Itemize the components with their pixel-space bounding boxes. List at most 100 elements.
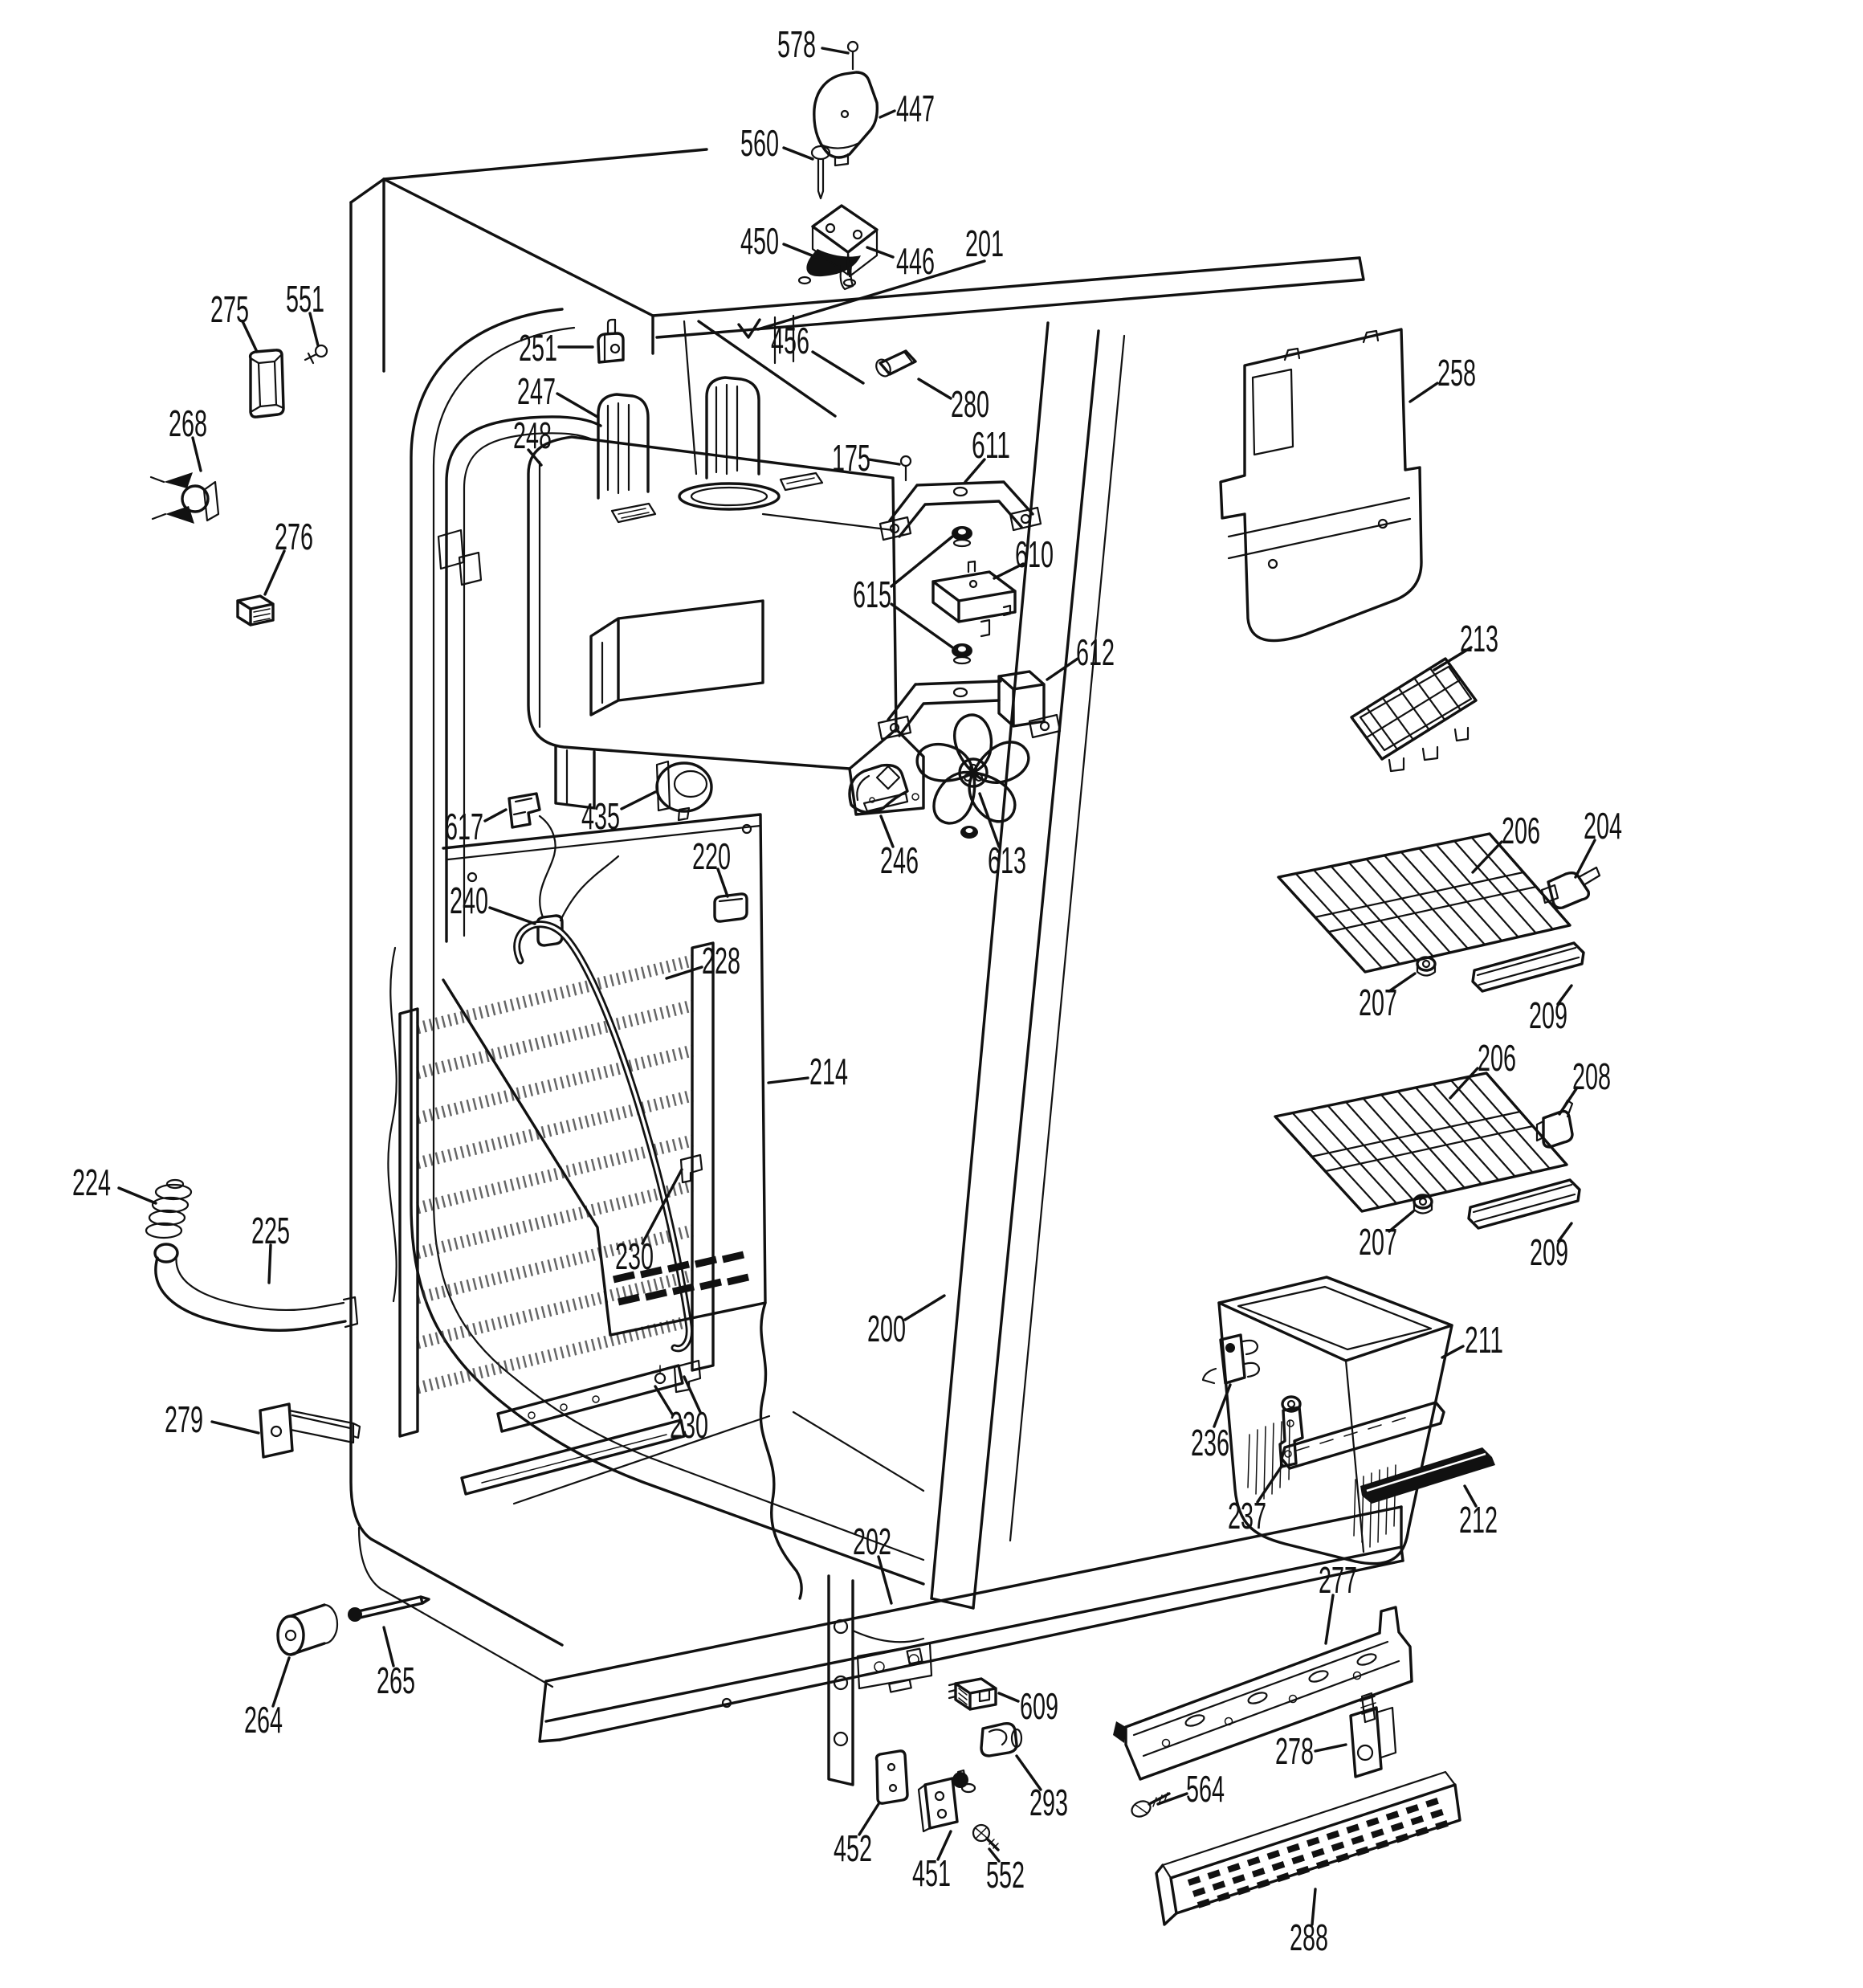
callout-247: 247 xyxy=(517,370,599,418)
part-number-label: 201 xyxy=(965,222,1004,264)
callout-225: 225 xyxy=(251,1210,290,1284)
leader-line xyxy=(866,246,895,259)
part-number-label: 225 xyxy=(251,1210,290,1251)
callout-276: 276 xyxy=(263,516,313,596)
leader-line xyxy=(241,320,259,353)
leader-line xyxy=(1408,382,1439,403)
callout-228: 228 xyxy=(665,940,740,982)
callout-293: 293 xyxy=(1015,1754,1068,1823)
leader-line xyxy=(858,1802,880,1836)
callout-206: 206 xyxy=(1471,810,1540,874)
part-number-label: 207 xyxy=(1359,982,1397,1023)
leader-line xyxy=(1311,1888,1317,1926)
part-number-label: 202 xyxy=(853,1521,891,1562)
part-number-label: 612 xyxy=(1076,631,1115,673)
leader-line xyxy=(382,1626,395,1668)
callout-551: 551 xyxy=(286,278,324,347)
part-fan-blade-613 xyxy=(911,713,1036,839)
part-number-label: 224 xyxy=(72,1161,111,1203)
leader-line xyxy=(665,965,703,980)
callout-209: 209 xyxy=(1529,984,1573,1036)
part-number-label: 610 xyxy=(1015,533,1054,575)
leader-line xyxy=(978,792,1001,848)
part-number-label: 237 xyxy=(1228,1495,1266,1537)
callout-288: 288 xyxy=(1290,1888,1328,1958)
callout-236: 236 xyxy=(1191,1383,1232,1463)
part-number-label: 247 xyxy=(517,370,556,412)
leader-line xyxy=(308,312,320,347)
part-screw-552 xyxy=(972,1823,1000,1851)
leader-line xyxy=(988,1847,1001,1863)
callout-204: 204 xyxy=(1574,805,1622,879)
part-rear-cover-258 xyxy=(1219,328,1423,643)
callout-213: 213 xyxy=(1433,618,1498,672)
part-number-label: 209 xyxy=(1529,994,1567,1036)
leader-line xyxy=(1574,839,1596,879)
leader-line xyxy=(1314,1743,1347,1753)
leader-line xyxy=(1558,1086,1579,1116)
part-clip-268 xyxy=(149,472,220,524)
leader-line xyxy=(527,448,543,467)
leader-line xyxy=(556,392,599,418)
part-drain-tube-225 xyxy=(153,1243,359,1332)
part-number-label: 236 xyxy=(1191,1422,1229,1463)
callout-578: 578 xyxy=(777,23,850,65)
part-number-label: 435 xyxy=(581,795,620,837)
leader-line xyxy=(879,109,896,119)
part-number-label: 609 xyxy=(1020,1685,1058,1727)
part-bottom-rail-277 xyxy=(1113,1606,1413,1781)
callout-208: 208 xyxy=(1558,1055,1611,1116)
callout-211: 211 xyxy=(1441,1319,1503,1361)
part-evaporator-coil xyxy=(398,941,715,1438)
part-number-label: 275 xyxy=(210,288,249,330)
part-cover-220 xyxy=(713,892,748,923)
leader-line xyxy=(767,1076,809,1084)
leader-line xyxy=(1046,657,1079,681)
callout-258: 258 xyxy=(1408,352,1476,403)
part-number-label: 220 xyxy=(692,835,731,877)
part-recess-bezel-275 xyxy=(248,349,285,418)
part-bottom-hinge-451 xyxy=(917,1769,976,1833)
part-number-label: 248 xyxy=(513,414,552,456)
leader-line xyxy=(936,1830,952,1861)
leader-line xyxy=(890,602,954,649)
part-number-label: 214 xyxy=(809,1051,848,1092)
leader-line xyxy=(620,790,657,810)
part-roller-pin-280 xyxy=(875,349,917,378)
leader-line xyxy=(997,1692,1020,1703)
part-number-label: 564 xyxy=(1186,1768,1225,1810)
part-ice-tray-213 xyxy=(1350,657,1478,773)
leader-line xyxy=(877,1555,893,1605)
callout-564: 564 xyxy=(1156,1768,1225,1810)
part-number-label: 212 xyxy=(1459,1499,1498,1541)
leader-line xyxy=(1433,646,1473,672)
part-number-label: 211 xyxy=(1465,1319,1503,1361)
callout-456: 456 xyxy=(771,320,865,385)
part-number-label: 258 xyxy=(1437,352,1476,394)
part-number-label: 230 xyxy=(615,1235,654,1277)
part-roller-264 xyxy=(276,1603,339,1656)
part-shelf-trim-209 xyxy=(1471,941,1585,993)
leader-line xyxy=(964,458,986,484)
callout-212: 212 xyxy=(1459,1484,1498,1541)
leader-line xyxy=(1463,1484,1478,1508)
leader-line xyxy=(488,906,536,925)
callout-237: 237 xyxy=(1228,1463,1284,1537)
leader-line xyxy=(782,243,817,259)
leader-line xyxy=(1156,1792,1188,1806)
callout-617: 617 xyxy=(445,806,508,847)
part-fan-housing xyxy=(527,376,925,816)
leader-line xyxy=(1441,1345,1465,1359)
callout-202: 202 xyxy=(853,1521,893,1605)
part-mounting-clips-230 xyxy=(460,1153,703,1496)
part-number-label: 293 xyxy=(1029,1782,1068,1823)
callout-246: 246 xyxy=(879,814,919,881)
part-number-label: 611 xyxy=(972,424,1010,466)
callout-611: 611 xyxy=(964,424,1010,484)
callout-200: 200 xyxy=(867,1294,946,1349)
part-shim-plate-452 xyxy=(874,1749,909,1805)
callout-224: 224 xyxy=(72,1161,157,1205)
part-number-label: 552 xyxy=(986,1854,1025,1896)
leader-line xyxy=(1324,1594,1335,1645)
